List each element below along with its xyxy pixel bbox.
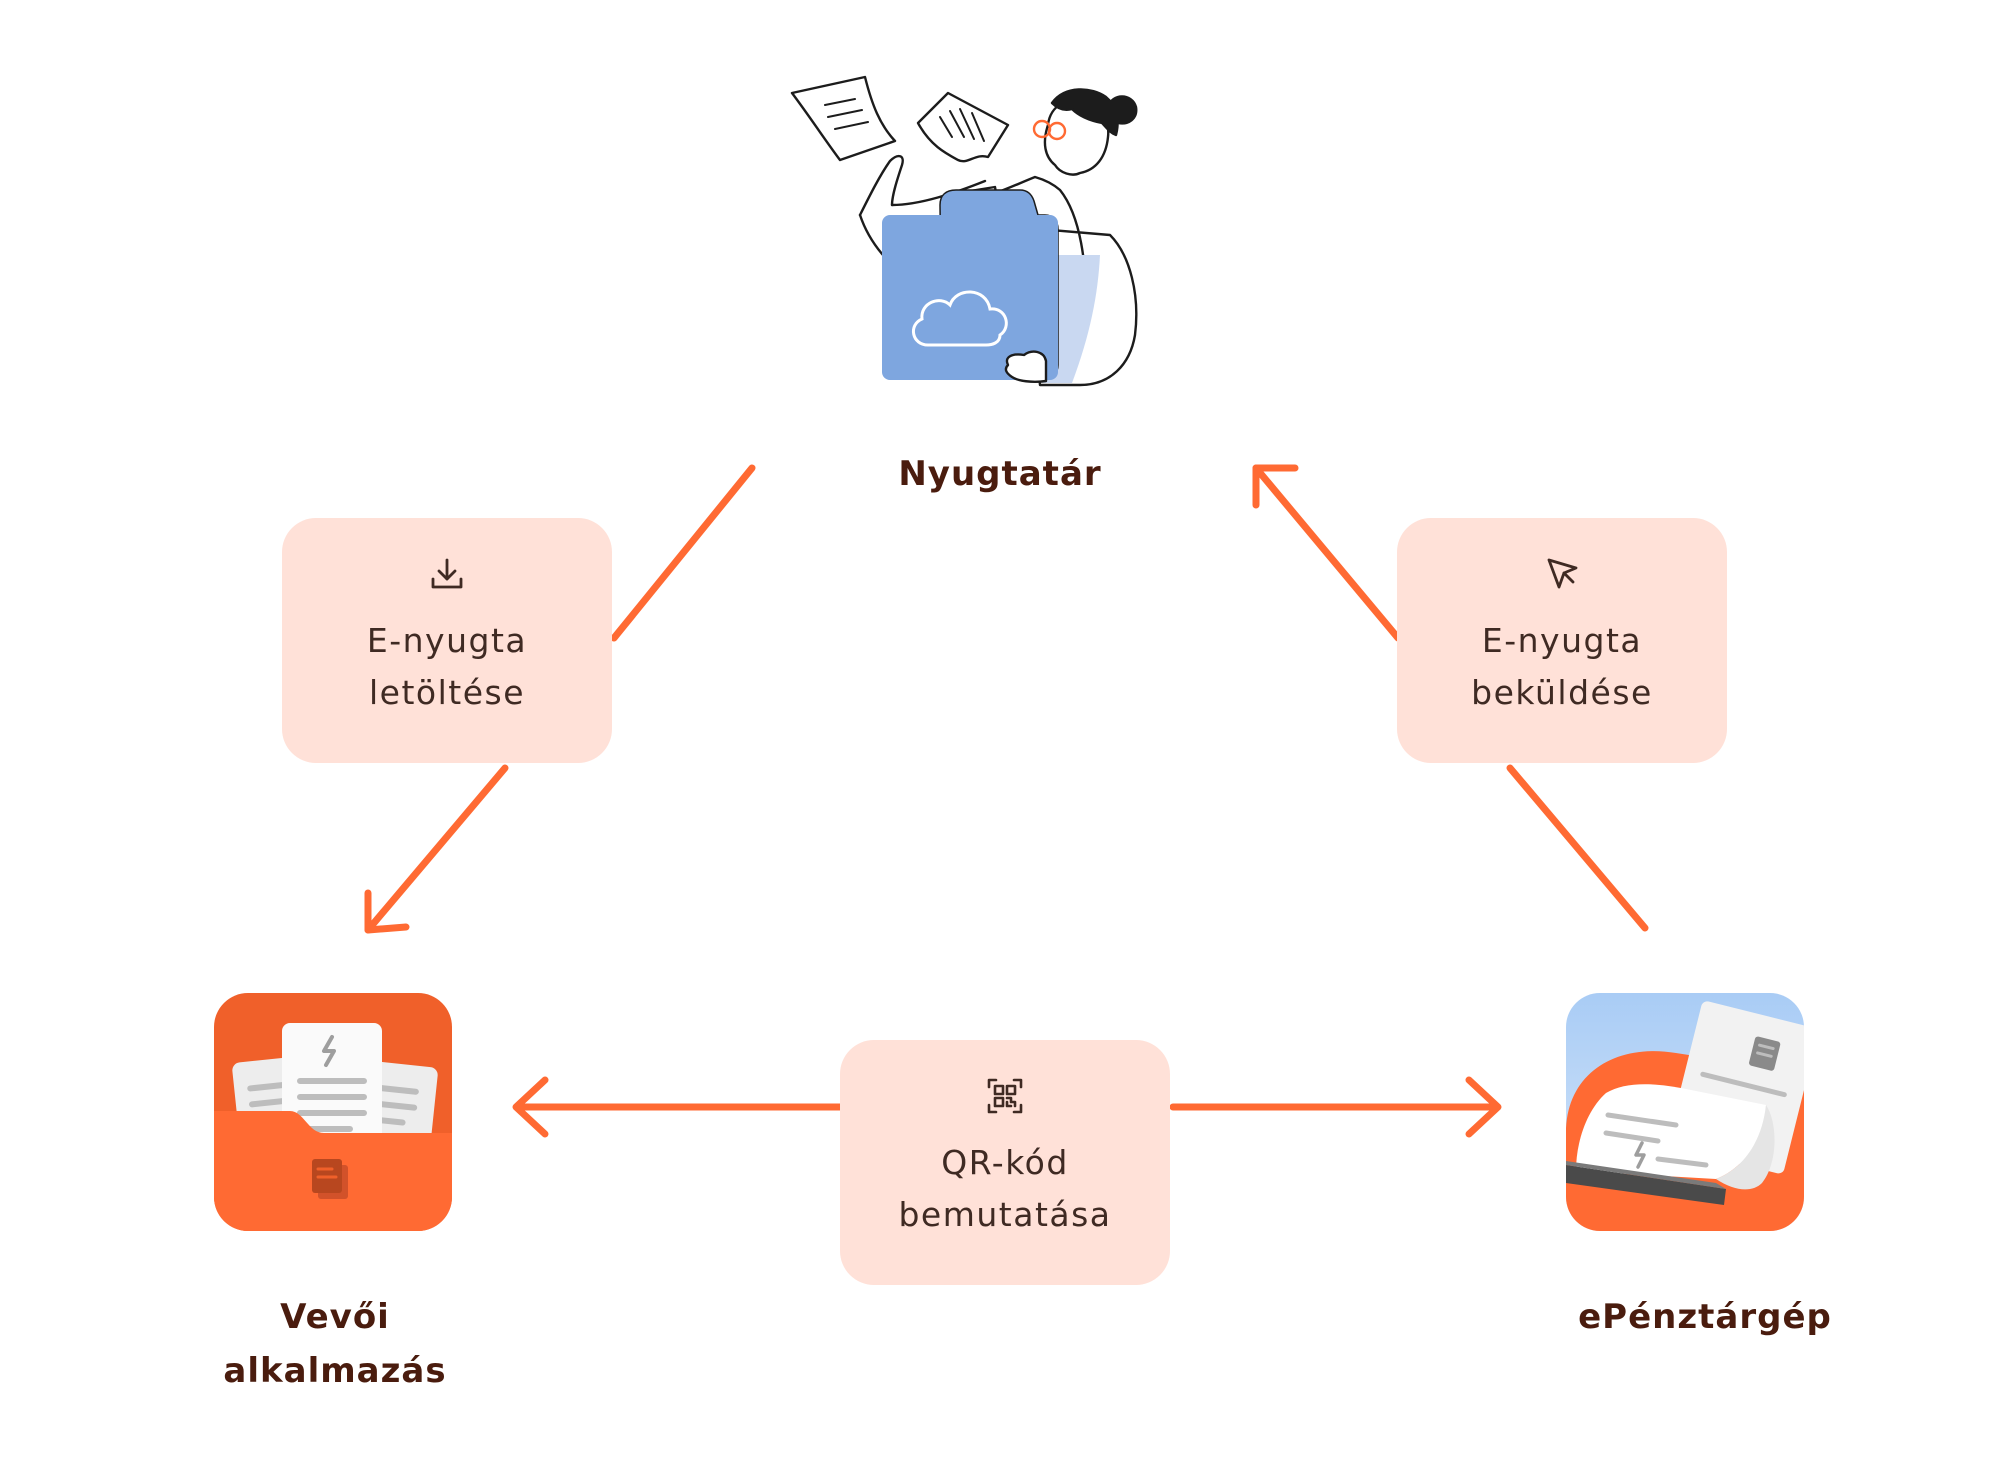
qr-code-icon	[987, 1078, 1023, 1114]
person-with-cloud-folder-illustration	[790, 75, 1138, 387]
cash-register-app-icon	[1566, 993, 1804, 1231]
flying-receipt	[916, 91, 1010, 163]
person-hair	[1050, 88, 1119, 137]
step-label-line1: E-nyugta	[366, 621, 528, 660]
cloud-folder	[882, 189, 1059, 380]
flying-receipt	[790, 75, 897, 162]
step-label-line2: letöltése	[368, 673, 525, 712]
customer-app-icon	[214, 993, 452, 1231]
arrow-download-segment-upper	[610, 464, 756, 642]
step-label-line2: bemutatása	[898, 1195, 1112, 1234]
step-box-download: E-nyugta letöltése	[282, 518, 612, 763]
send-icon	[1547, 558, 1578, 589]
arrow-send-head	[1252, 464, 1299, 509]
node-title-line1: Vevői	[280, 1297, 390, 1337]
arrow-qr-head-right	[1465, 1076, 1502, 1138]
step-box-qr: QR-kód bemutatása	[840, 1040, 1170, 1285]
arrow-download-head	[364, 889, 410, 934]
node-title-receipt-store: Nyugtatár	[898, 454, 1102, 494]
node-title-line2: alkalmazás	[223, 1351, 447, 1391]
arrow-send-segment-upper	[1252, 464, 1402, 642]
node-title-customer-app: Vevői alkalmazás	[170, 1290, 500, 1398]
step-label-line1: E-nyugta	[1481, 621, 1643, 660]
arrow-send-segment-lower	[1506, 764, 1649, 932]
step-label-line1: QR-kód	[941, 1143, 1069, 1182]
download-icon	[431, 558, 463, 589]
step-label-line2: beküldése	[1471, 673, 1653, 712]
node-title-cash-register: ePénztárgép	[1578, 1297, 1832, 1337]
cloud-icon	[912, 290, 1008, 347]
person-hair-bun	[1106, 95, 1138, 125]
arrow-qr-head-left	[512, 1076, 549, 1138]
document-icon	[312, 1159, 348, 1199]
arrow-download-segment-lower	[364, 764, 509, 934]
step-box-send: E-nyugta beküldése	[1397, 518, 1727, 763]
